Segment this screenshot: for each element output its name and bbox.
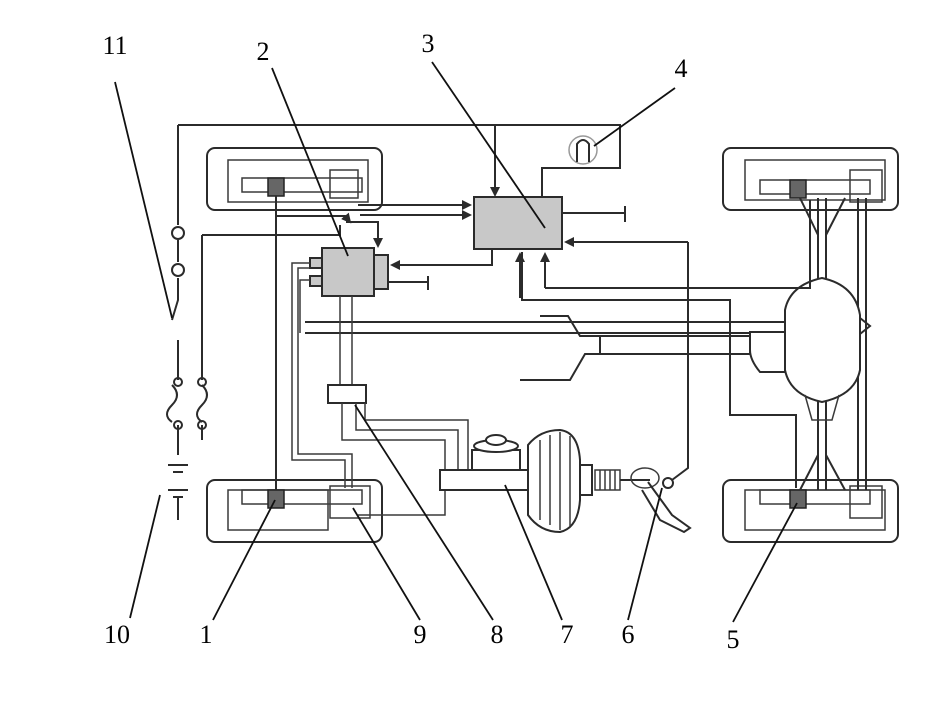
master-cylinder: [439, 469, 529, 491]
label-7: 7: [561, 620, 574, 649]
label-5: 5: [727, 625, 740, 654]
wheel-speed-sensor-rear-left: [267, 489, 285, 509]
label-2: 2: [257, 37, 270, 66]
wheel-speed-sensor-rear-right: [789, 489, 807, 509]
wheel-speed-sensor-front-left: [267, 177, 285, 197]
label-8: 8: [491, 620, 504, 649]
differential: [784, 276, 861, 404]
rear-axle: [784, 197, 872, 491]
label-10: 10: [104, 620, 130, 649]
brake-lines: [291, 262, 469, 516]
label-3: 3: [422, 29, 435, 58]
reservoir: [471, 449, 521, 471]
wheel-speed-sensor-front-right: [789, 179, 807, 199]
fuse-right: [196, 384, 208, 423]
label-1: 1: [200, 620, 213, 649]
label-9: 9: [414, 620, 427, 649]
propeller-shaft: [305, 315, 786, 381]
label-11: 11: [102, 31, 127, 60]
brake-light-switch: [662, 477, 674, 489]
wiring: [178, 124, 811, 490]
wheel-front-right: [722, 147, 899, 211]
wheel-front-left: [206, 147, 383, 211]
wheel-rear-left: [206, 479, 383, 543]
callout-labels: 11 2 3 4 10 1 9 8 7 6 5: [102, 29, 739, 654]
warning-lamp: [568, 135, 598, 165]
fuse-left: [166, 384, 178, 423]
hydraulic-modulator: [309, 247, 429, 297]
leader-lines: [114, 61, 798, 623]
wheel-rear-right: [722, 479, 899, 543]
label-6: 6: [622, 620, 635, 649]
vacuum-booster: [527, 428, 581, 534]
power-supply: [166, 125, 208, 520]
abs-ecu: [473, 196, 626, 250]
label-4: 4: [675, 54, 688, 83]
master-cylinder-booster: [439, 428, 650, 534]
brake-pedal: [630, 467, 692, 534]
proportioning-valve: [327, 384, 367, 404]
